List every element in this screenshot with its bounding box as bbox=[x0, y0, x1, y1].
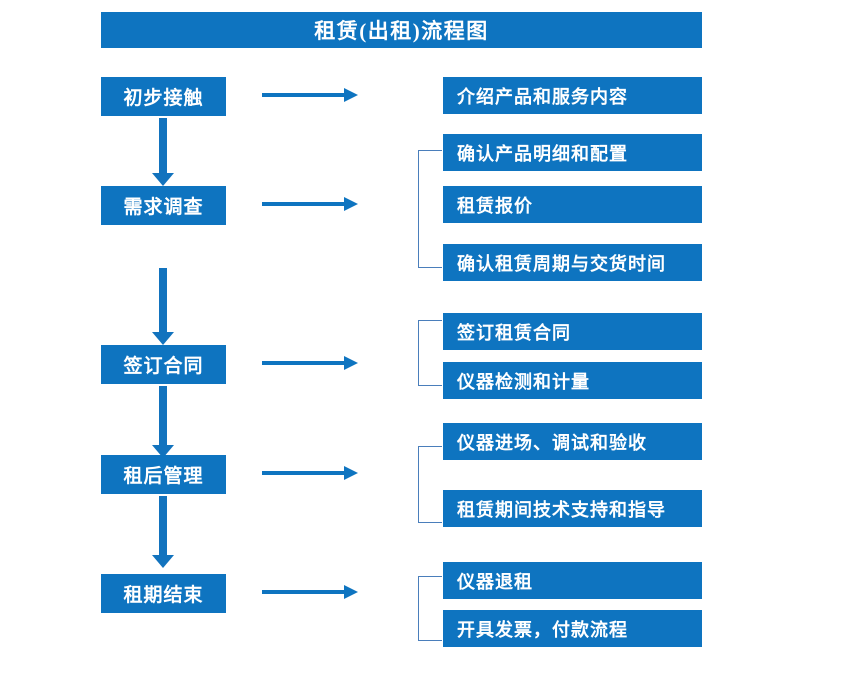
arrow-head-icon bbox=[344, 88, 358, 102]
arrow-shaft bbox=[159, 268, 167, 332]
arrow-head-icon bbox=[152, 332, 174, 345]
horizontal-arrow-2 bbox=[262, 195, 358, 213]
stage-box-2[interactable]: 需求调查 bbox=[101, 186, 226, 225]
flowchart-title: 租赁(出租)流程图 bbox=[101, 12, 702, 48]
bracket-connector-4 bbox=[418, 446, 442, 523]
bracket-connector-2 bbox=[418, 150, 442, 268]
arrow-shaft bbox=[262, 471, 348, 475]
arrow-shaft bbox=[262, 361, 348, 365]
vertical-arrow-1 bbox=[152, 118, 174, 186]
arrow-shaft bbox=[159, 386, 167, 445]
arrow-shaft bbox=[159, 496, 167, 555]
arrow-head-icon bbox=[152, 555, 174, 568]
bracket-connector-5 bbox=[418, 576, 442, 641]
arrow-shaft bbox=[262, 93, 348, 97]
arrow-shaft bbox=[262, 202, 348, 206]
detail-box-3-2[interactable]: 仪器检测和计量 bbox=[443, 362, 702, 399]
horizontal-arrow-5 bbox=[262, 583, 358, 601]
bracket-connector-3 bbox=[418, 320, 442, 386]
arrow-head-icon bbox=[152, 445, 174, 458]
stage-box-5[interactable]: 租期结束 bbox=[101, 574, 226, 613]
arrow-head-icon bbox=[344, 466, 358, 480]
detail-box-4-2[interactable]: 租赁期间技术支持和指导 bbox=[443, 490, 702, 527]
stage-box-3[interactable]: 签订合同 bbox=[101, 345, 226, 384]
detail-box-5-1[interactable]: 仪器退租 bbox=[443, 562, 702, 599]
arrow-head-icon bbox=[152, 173, 174, 186]
detail-box-2-2[interactable]: 租赁报价 bbox=[443, 186, 702, 223]
vertical-arrow-2 bbox=[152, 268, 174, 346]
arrow-head-icon bbox=[344, 197, 358, 211]
arrow-shaft bbox=[262, 590, 348, 594]
detail-box-1-1[interactable]: 介绍产品和服务内容 bbox=[443, 77, 702, 114]
horizontal-arrow-4 bbox=[262, 464, 358, 482]
detail-box-5-2[interactable]: 开具发票，付款流程 bbox=[443, 610, 702, 647]
arrow-head-icon bbox=[344, 585, 358, 599]
detail-box-2-3[interactable]: 确认租赁周期与交货时间 bbox=[443, 244, 702, 281]
vertical-arrow-3 bbox=[152, 386, 174, 458]
detail-box-3-1[interactable]: 签订租赁合同 bbox=[443, 313, 702, 350]
vertical-arrow-4 bbox=[152, 496, 174, 568]
arrow-head-icon bbox=[344, 356, 358, 370]
horizontal-arrow-3 bbox=[262, 354, 358, 372]
arrow-shaft bbox=[159, 118, 167, 173]
detail-box-4-1[interactable]: 仪器进场、调试和验收 bbox=[443, 423, 702, 460]
detail-box-2-1[interactable]: 确认产品明细和配置 bbox=[443, 134, 702, 171]
horizontal-arrow-1 bbox=[262, 86, 358, 104]
stage-box-4[interactable]: 租后管理 bbox=[101, 455, 226, 494]
stage-box-1[interactable]: 初步接触 bbox=[101, 77, 226, 116]
